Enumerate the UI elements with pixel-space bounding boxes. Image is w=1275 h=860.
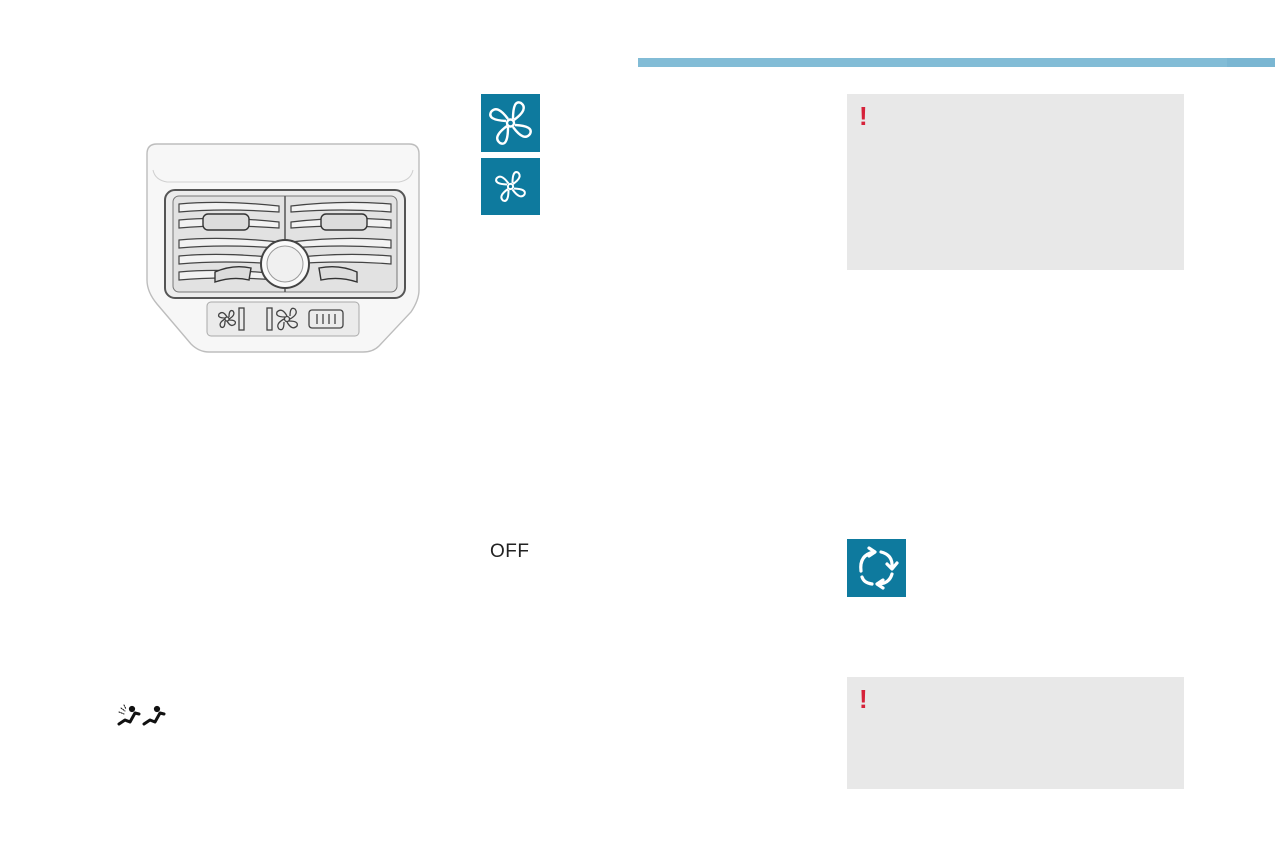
airflow-distribution-icon [117,704,166,726]
section-header-bar [638,58,1275,67]
fan-icon [481,94,540,152]
warning-note-box: ! [847,94,1184,270]
warning-exclamation-icon: ! [859,101,868,131]
warning-exclamation-icon: ! [859,684,868,714]
fan-small-icon [481,158,540,215]
off-label: OFF [490,541,530,562]
fan-high-icon [266,307,298,331]
recirculation-icon [847,539,906,597]
blower-level-indicator [308,309,344,329]
warning-note-box: ! [847,677,1184,789]
section-header-bar-end [1227,58,1275,67]
rear-vent-console-illustration [146,143,420,353]
fan-low-icon [217,307,245,331]
